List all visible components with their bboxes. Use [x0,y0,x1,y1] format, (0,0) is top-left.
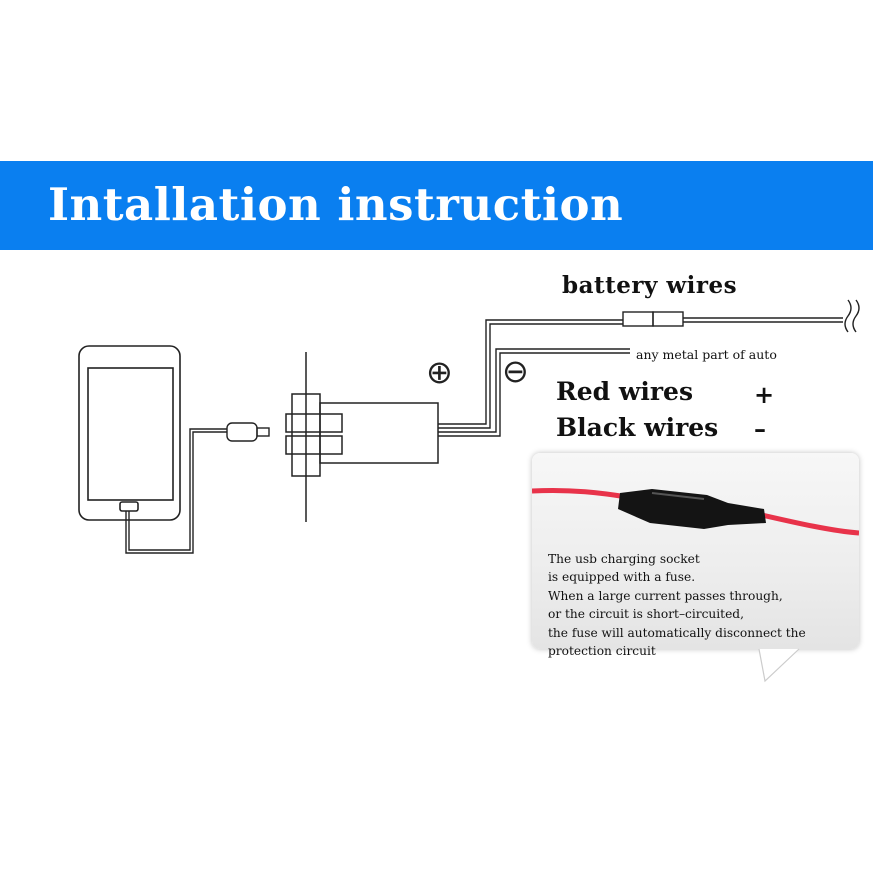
legend-black-sign: – [754,414,766,443]
red-wire-left [532,487,628,500]
fuse-holder-highlight [651,492,705,500]
wire-break-mark-2 [852,299,860,333]
socket-port-upper [285,413,343,433]
polarity-symbols: ⊕ ⊖ [426,352,529,391]
legend-black-wires: Black wires [556,413,719,442]
fuse-holder-body [618,489,766,529]
legend-red-wires: Red wires [556,377,694,406]
positive-terminal-symbol: ⊕ [426,353,453,391]
positive-wire [438,319,623,425]
fuse-photo [532,453,859,649]
metal-part-label: any metal part of auto [636,347,777,362]
fuse-note-line: The usb charging socket [548,552,700,566]
negative-wire-inner [438,352,630,437]
usb-plug-tip [256,427,270,437]
usb-plug [226,422,258,442]
callout-tail [758,648,800,683]
title-banner: Intallation instruction [0,161,873,250]
fuse-note-line: protection circuit [548,644,656,659]
legend-red-sign: + [754,380,775,409]
page-title: Intallation instruction [48,178,624,231]
socket-wires [438,299,860,437]
usb-cable [125,422,270,554]
fuse-note-line: When a large current passes through, [548,588,783,603]
battery-wires-label: battery wires [562,272,738,299]
fuse-note-line: the fuse will automatically disconnect t… [548,625,806,640]
socket-body [319,402,439,464]
red-wire-right [761,512,859,536]
socket-port-lower [285,435,343,455]
inline-fuse-right [652,311,684,327]
usb-cable-wire-inner [128,428,227,551]
fuse-description: The usb charging socket is equipped with… [548,550,806,660]
phone-illustration [78,345,181,521]
fuse-note-line: or the circuit is short–circuited, [548,607,744,622]
fuse-note-line: is equipped with a fuse. [548,570,696,585]
usb-socket [285,352,439,522]
inline-fuse-left [622,311,654,327]
fuse-holder-illustration [532,487,859,536]
usb-cable-wire [125,431,227,554]
negative-terminal-symbol: ⊖ [502,352,529,390]
phone-port [119,501,139,512]
phone-screen [87,367,174,501]
positive-wire-inner [438,323,623,429]
phone-body [78,345,181,521]
negative-wire [438,348,630,433]
wire-break-mark-1 [844,299,852,333]
